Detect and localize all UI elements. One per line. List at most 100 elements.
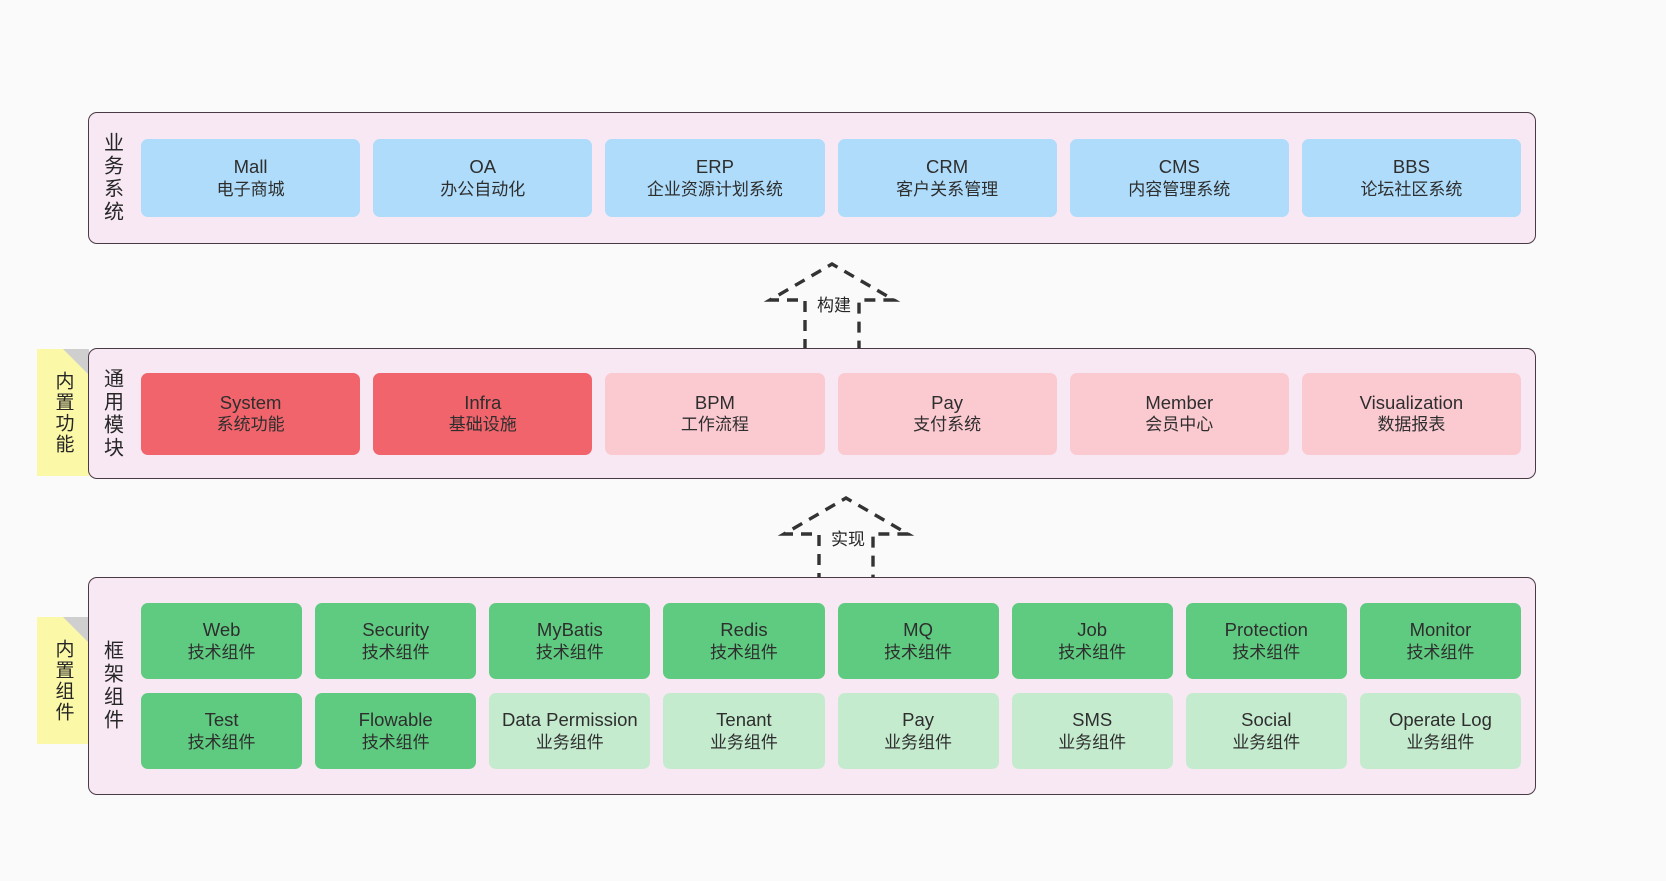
component-box-redis[interactable]: Redis 技术组件 <box>663 603 825 679</box>
sticky-note-label: 内置组件 <box>52 638 74 723</box>
module-box-pay[interactable]: Pay 支付系统 <box>837 372 1057 455</box>
module-box-bbs[interactable]: BBS 论坛社区系统 <box>1301 139 1522 217</box>
component-cn-label: 业务组件 <box>1406 732 1475 752</box>
module-en-label: BPM <box>694 391 735 413</box>
component-cn-label: 业务组件 <box>709 732 778 752</box>
module-cn-label: 客户关系管理 <box>896 179 999 199</box>
component-cn-label: 技术组件 <box>361 732 430 752</box>
component-cn-label: 技术组件 <box>1058 642 1127 662</box>
module-box-bpm[interactable]: BPM 工作流程 <box>605 372 825 455</box>
component-box-monitor[interactable]: Monitor 技术组件 <box>1359 603 1521 679</box>
module-box-infra[interactable]: Infra 基础设施 <box>373 372 593 455</box>
sticky-note-builtin-features: 内置功能 <box>37 349 89 476</box>
connector-build-label: 构建 <box>814 291 854 316</box>
sticky-fold-corner <box>63 349 89 375</box>
component-en-label: Web <box>202 619 241 641</box>
module-en-label: Visualization <box>1359 391 1464 413</box>
component-en-label: MQ <box>903 619 933 641</box>
component-box-job[interactable]: Job 技术组件 <box>1011 603 1173 679</box>
module-en-label: Pay <box>931 391 964 413</box>
module-cn-label: 会员中心 <box>1145 415 1214 435</box>
component-cn-label: 技术组件 <box>709 642 778 662</box>
component-box-flowable[interactable]: Flowable 技术组件 <box>315 693 477 769</box>
module-en-label: CMS <box>1158 156 1200 178</box>
layer-body-framework-components: Web 技术组件 Security 技术组件 MyBatis 技术组件 Redi… <box>135 564 1535 808</box>
layer-body-general-modules: System 系统功能 Infra 基础设施 BPM 工作流程 Pay 支付系统… <box>135 349 1535 478</box>
component-en-label: Data Permission <box>501 709 638 731</box>
component-box-test[interactable]: Test 技术组件 <box>141 693 303 769</box>
module-cn-label: 系统功能 <box>216 415 285 435</box>
module-en-label: ERP <box>695 156 734 178</box>
module-en-label: Member <box>1145 391 1214 413</box>
framework-row-business: Test 技术组件 Flowable 技术组件 Data Permission … <box>141 693 1521 769</box>
module-cn-label: 电子商城 <box>216 179 285 199</box>
component-en-label: MyBatis <box>536 619 603 641</box>
module-cn-label: 支付系统 <box>913 415 982 435</box>
component-en-label: Job <box>1077 619 1108 641</box>
component-cn-label: 技术组件 <box>361 642 430 662</box>
component-cn-label: 业务组件 <box>535 732 604 752</box>
layer-framework-components: 框架组件 Web 技术组件 Security 技术组件 MyBatis 技术组件… <box>88 577 1536 795</box>
module-box-visualization[interactable]: Visualization 数据报表 <box>1301 372 1522 455</box>
module-en-label: Mall <box>233 156 268 178</box>
component-en-label: SMS <box>1072 709 1113 731</box>
module-en-label: System <box>219 391 282 413</box>
module-box-member[interactable]: Member 会员中心 <box>1069 372 1289 455</box>
sticky-note-builtin-components: 内置组件 <box>37 617 89 744</box>
component-cn-label: 技术组件 <box>1406 642 1475 662</box>
component-box-mybatis[interactable]: MyBatis 技术组件 <box>489 603 651 679</box>
module-box-crm[interactable]: CRM 客户关系管理 <box>837 139 1057 217</box>
layer-general-modules: 通用模块 System 系统功能 Infra 基础设施 BPM 工作流程 Pay… <box>88 348 1536 479</box>
module-cn-label: 工作流程 <box>680 415 749 435</box>
module-cn-label: 办公自动化 <box>440 179 526 199</box>
layer-title-business-systems: 业务系统 <box>100 132 123 224</box>
component-box-operate-log[interactable]: Operate Log 业务组件 <box>1359 693 1521 769</box>
component-box-security[interactable]: Security 技术组件 <box>315 603 477 679</box>
sticky-note-label: 内置功能 <box>52 370 74 455</box>
component-cn-label: 技术组件 <box>1232 642 1301 662</box>
component-box-web[interactable]: Web 技术组件 <box>141 603 303 679</box>
implement-arrow-icon <box>777 496 915 584</box>
component-box-protection[interactable]: Protection 技术组件 <box>1185 603 1347 679</box>
component-box-tenant[interactable]: Tenant 业务组件 <box>663 693 825 769</box>
layer-business-systems: 业务系统 Mall 电子商城 OA 办公自动化 ERP 企业资源计划系统 CRM… <box>88 112 1536 244</box>
module-en-label: Infra <box>464 391 502 413</box>
component-en-label: Protection <box>1224 619 1308 641</box>
module-cn-label: 企业资源计划系统 <box>646 179 783 199</box>
layer-title-framework-components: 框架组件 <box>100 640 123 732</box>
module-box-system[interactable]: System 系统功能 <box>141 372 361 455</box>
module-cn-label: 内容管理系统 <box>1128 179 1231 199</box>
layer-title-general-modules: 通用模块 <box>100 367 123 460</box>
module-box-oa[interactable]: OA 办公自动化 <box>373 139 593 217</box>
component-cn-label: 业务组件 <box>884 732 953 752</box>
component-cn-label: 技术组件 <box>187 642 256 662</box>
module-box-erp[interactable]: ERP 企业资源计划系统 <box>605 139 825 217</box>
module-en-label: OA <box>469 156 497 178</box>
connector-implement-label: 实现 <box>828 525 868 550</box>
component-box-social[interactable]: Social 业务组件 <box>1185 693 1347 769</box>
component-box-data-permission[interactable]: Data Permission 业务组件 <box>489 693 651 769</box>
module-en-label: BBS <box>1392 156 1430 178</box>
sticky-fold-corner <box>63 617 89 643</box>
component-en-label: Pay <box>902 709 934 731</box>
component-en-label: Social <box>1241 709 1292 731</box>
module-cn-label: 数据报表 <box>1377 415 1446 435</box>
component-cn-label: 技术组件 <box>884 642 953 662</box>
component-en-label: Test <box>204 709 239 731</box>
component-cn-label: 技术组件 <box>187 732 256 752</box>
framework-row-technical: Web 技术组件 Security 技术组件 MyBatis 技术组件 Redi… <box>141 603 1521 679</box>
module-box-mall[interactable]: Mall 电子商城 <box>141 139 361 217</box>
component-en-label: Redis <box>720 619 768 641</box>
component-box-pay[interactable]: Pay 业务组件 <box>837 693 999 769</box>
component-en-label: Monitor <box>1409 619 1472 641</box>
module-box-cms[interactable]: CMS 内容管理系统 <box>1069 139 1289 217</box>
component-en-label: Tenant <box>716 709 772 731</box>
component-en-label: Flowable <box>358 709 433 731</box>
component-box-mq[interactable]: MQ 技术组件 <box>837 603 999 679</box>
component-en-label: Operate Log <box>1389 709 1492 731</box>
component-en-label: Security <box>362 619 430 641</box>
component-cn-label: 业务组件 <box>1232 732 1301 752</box>
component-box-sms[interactable]: SMS 业务组件 <box>1011 693 1173 769</box>
module-cn-label: 基础设施 <box>448 415 517 435</box>
